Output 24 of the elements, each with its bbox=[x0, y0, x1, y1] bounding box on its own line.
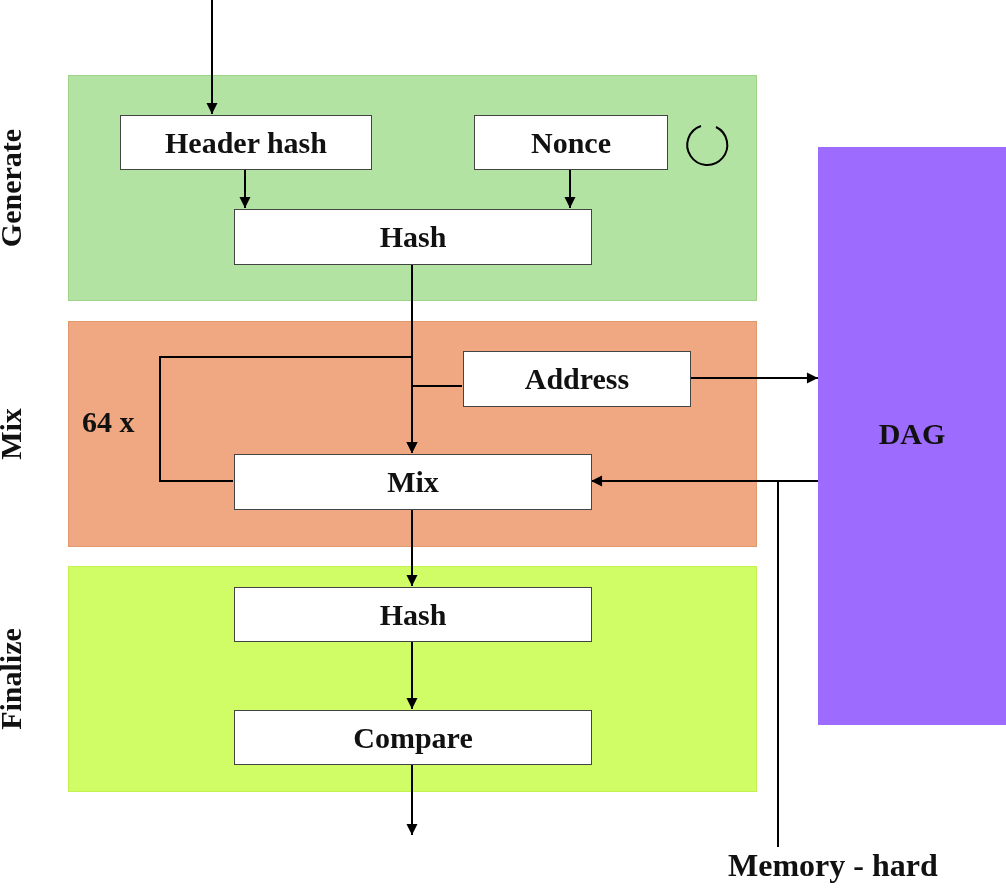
process-box: Mix bbox=[234, 454, 592, 510]
arrow bbox=[206, 0, 218, 115]
process-box: Compare bbox=[234, 710, 592, 765]
stage-label: Mix bbox=[0, 408, 28, 460]
stage-label: Finalize bbox=[0, 628, 28, 730]
arrow bbox=[406, 640, 418, 710]
arrow bbox=[689, 372, 819, 384]
leader-line bbox=[777, 480, 779, 848]
arrow bbox=[159, 356, 418, 482]
annotation-text: Memory - hard bbox=[728, 847, 978, 887]
stage-label: Generate bbox=[0, 128, 28, 248]
arrow bbox=[406, 508, 418, 587]
arrow bbox=[406, 763, 418, 836]
process-box: Hash bbox=[234, 209, 592, 265]
process-box: Hash bbox=[234, 587, 592, 642]
arrow bbox=[564, 168, 576, 209]
process-box: Nonce bbox=[474, 115, 668, 170]
arrow bbox=[239, 168, 251, 209]
memory-label: DAG bbox=[878, 417, 946, 452]
process-box: Header hash bbox=[120, 115, 372, 170]
memory-block bbox=[818, 147, 1006, 725]
process-box: Address bbox=[463, 351, 691, 407]
repeat-count-label: 64 x bbox=[82, 405, 135, 439]
arrow bbox=[590, 475, 819, 487]
